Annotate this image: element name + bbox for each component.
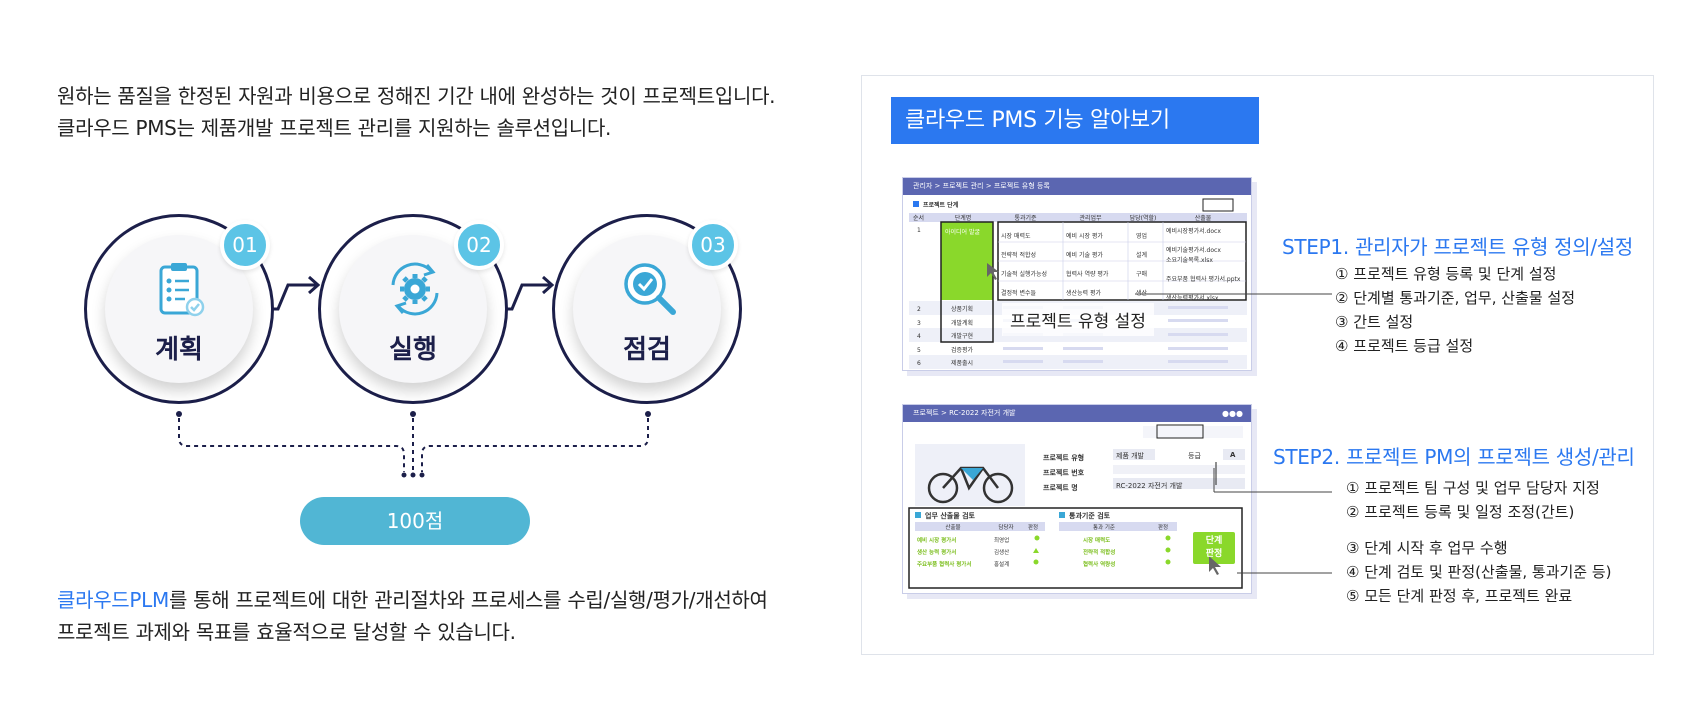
list-item: ④ 단계 검토 및 판정(산출물, 통과기준 등) — [1346, 563, 1612, 581]
process-step-plan: 계획 — [84, 214, 274, 404]
cursor-icon — [987, 263, 999, 280]
process-diagram: 계획 01 실행 02 점검 — [60, 200, 760, 530]
stage-judge-button[interactable]: 단계 판정 — [1205, 536, 1223, 559]
process-step-label: 점검 — [623, 335, 671, 365]
list-item: ① 프로젝트 팀 구성 및 업무 담당자 지정 — [1346, 479, 1600, 497]
list-item: ③ 단계 시작 후 업무 수행 — [1346, 539, 1508, 557]
magnifier-check-icon — [624, 263, 676, 315]
list-item: ③ 간트 설정 — [1335, 313, 1414, 331]
intro-line-1: 원하는 품질을 한정된 자원과 비용으로 정해진 기간 내에 완성하는 것이 프… — [57, 84, 776, 108]
clipboard-icon — [159, 263, 205, 317]
outro-line-2: 프로젝트 과제와 목표를 효율적으로 달성할 수 있습니다. — [57, 620, 516, 644]
shot2-graphics — [908, 424, 1245, 589]
list-item: ④ 프로젝트 등급 설정 — [1335, 337, 1474, 355]
outro-highlight: 클라우드PLM — [57, 588, 169, 612]
process-step-check: 점검 — [552, 214, 742, 404]
intro-line-2: 클라우드 PMS는 제품개발 프로젝트 관리를 지원하는 솔루션입니다. — [57, 116, 612, 140]
step1-title: STEP1. 관리자가 프로젝트 유형 정의/설정 — [1282, 235, 1633, 259]
gear-cycle-icon — [391, 262, 439, 316]
list-item: ② 프로젝트 등록 및 일정 조정(간트) — [1346, 503, 1575, 521]
step2-title: STEP2. 프로젝트 PM의 프로젝트 생성/관리 — [1273, 445, 1635, 469]
screenshot-project-pm: 프로젝트 > RC-2022 자전거 개발 ●●● — [902, 404, 1252, 594]
step2-list: ① 프로젝트 팀 구성 및 업무 담당자 지정 ② 프로젝트 등록 및 일정 조… — [1346, 476, 1612, 608]
shot2-breadcrumb: 프로젝트 > RC-2022 자전거 개발 — [903, 405, 1251, 422]
window-dots-icon: ●●● — [1222, 409, 1243, 418]
shot1-headers: 순서 단계명 통과기준 관리업무 담당(역할) 산출물 — [913, 215, 1212, 222]
process-step-label: 실행 — [389, 335, 437, 365]
process-step-label: 계획 — [155, 335, 203, 365]
shot1-stage-selected: 아이디어 발굴 — [945, 229, 981, 236]
cursor-icon — [1209, 556, 1221, 575]
list-item: ⑤ 모든 단계 판정 후, 프로젝트 완료 — [1346, 587, 1573, 605]
panel-title: 클라우드 PMS 기능 알아보기 — [891, 97, 1259, 144]
shot1-section: 프로젝트 단계 — [913, 200, 958, 209]
list-item: ① 프로젝트 유형 등록 및 단계 설정 — [1335, 265, 1557, 283]
intro-text: 원하는 품질을 한정된 자원과 비용으로 정해진 기간 내에 완성하는 것이 프… — [57, 80, 776, 144]
step-number-badge: 01 — [220, 220, 270, 270]
step-number-badge: 03 — [688, 220, 738, 270]
callout-project-type: 프로젝트 유형 설정 — [1002, 303, 1154, 336]
step1-list: ① 프로젝트 유형 등록 및 단계 설정 ② 단계별 통과기준, 업무, 산출물… — [1335, 262, 1575, 358]
outro-text: 클라우드PLM를 통해 프로젝트에 대한 관리절차와 프로세스를 수립/실행/평… — [57, 584, 768, 648]
step-number-badge: 02 — [454, 220, 504, 270]
shot1-breadcrumb: 관리자 > 프로젝트 관리 > 프로젝트 유형 등록 — [903, 178, 1251, 195]
screenshot-project-type: 관리자 > 프로젝트 관리 > 프로젝트 유형 등록 프로젝트 단계 — [902, 177, 1252, 371]
score-pill: 100점 — [300, 497, 530, 545]
outro-line-1: 를 통해 프로젝트에 대한 관리절차와 프로세스를 수립/실행/평가/개선하여 — [168, 588, 768, 612]
feature-panel: 클라우드 PMS 기능 알아보기 관리자 > 프로젝트 관리 > 프로젝트 유형… — [861, 75, 1654, 655]
list-item: ② 단계별 통과기준, 업무, 산출물 설정 — [1335, 289, 1576, 307]
